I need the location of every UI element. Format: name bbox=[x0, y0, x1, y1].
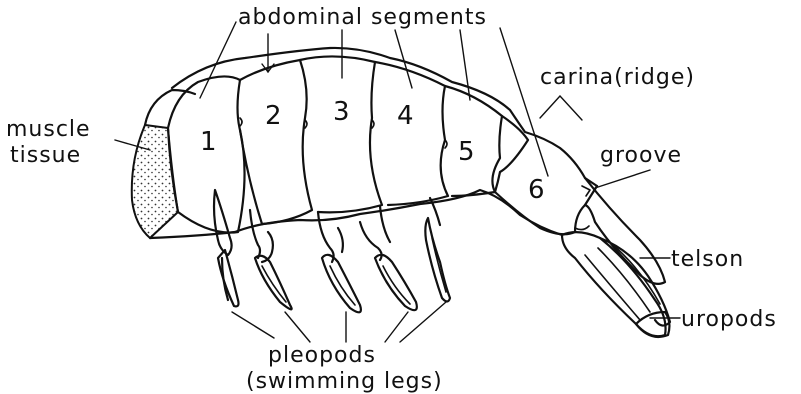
label-pleopods: pleopods bbox=[268, 343, 376, 368]
leader-carina-2 bbox=[560, 96, 582, 120]
joint-mark bbox=[240, 118, 242, 126]
pleopod-3 bbox=[318, 212, 361, 312]
leader-groove bbox=[595, 170, 650, 188]
segment-number-3: 3 bbox=[333, 97, 350, 127]
joint-mark bbox=[445, 140, 447, 148]
segment-number-5: 5 bbox=[458, 137, 475, 167]
label-uropods: uropods bbox=[681, 307, 777, 332]
segment-number-2: 2 bbox=[265, 101, 282, 131]
joint-mark bbox=[372, 120, 374, 128]
pleopod-5 bbox=[425, 198, 450, 302]
segment-2-plate bbox=[240, 60, 312, 224]
telson-shape bbox=[585, 178, 665, 284]
label-swimming-legs: (swimming legs) bbox=[246, 369, 443, 394]
leader-carina bbox=[540, 96, 560, 118]
label-groove: groove bbox=[600, 143, 682, 168]
segment-6-plate bbox=[495, 116, 597, 234]
leader-pleopod-2 bbox=[285, 312, 310, 342]
dorsal-outline bbox=[172, 48, 597, 186]
joint-mark bbox=[305, 120, 307, 128]
label-carina: carina(ridge) bbox=[540, 65, 695, 90]
segment-number-4: 4 bbox=[397, 101, 414, 131]
leader-segments-6 bbox=[500, 28, 548, 176]
label-abdominal-segments: abdominal segments bbox=[238, 5, 487, 30]
segment-3-plate bbox=[300, 56, 382, 212]
pleopod-1 bbox=[214, 190, 239, 306]
label-tissue: tissue bbox=[10, 143, 81, 168]
leader-segments-5 bbox=[460, 30, 470, 100]
groove-notch bbox=[582, 186, 590, 196]
label-telson: telson bbox=[671, 247, 744, 272]
segment-number-1: 1 bbox=[200, 127, 217, 157]
segment-number-6: 6 bbox=[528, 175, 545, 205]
label-muscle: muscle bbox=[6, 117, 91, 142]
leader-pleopod-1 bbox=[232, 312, 274, 338]
muscle-tissue-area bbox=[132, 125, 178, 238]
tail-joint bbox=[575, 226, 589, 230]
pleopod-4 bbox=[360, 206, 417, 310]
segment-4-plate bbox=[375, 62, 448, 205]
